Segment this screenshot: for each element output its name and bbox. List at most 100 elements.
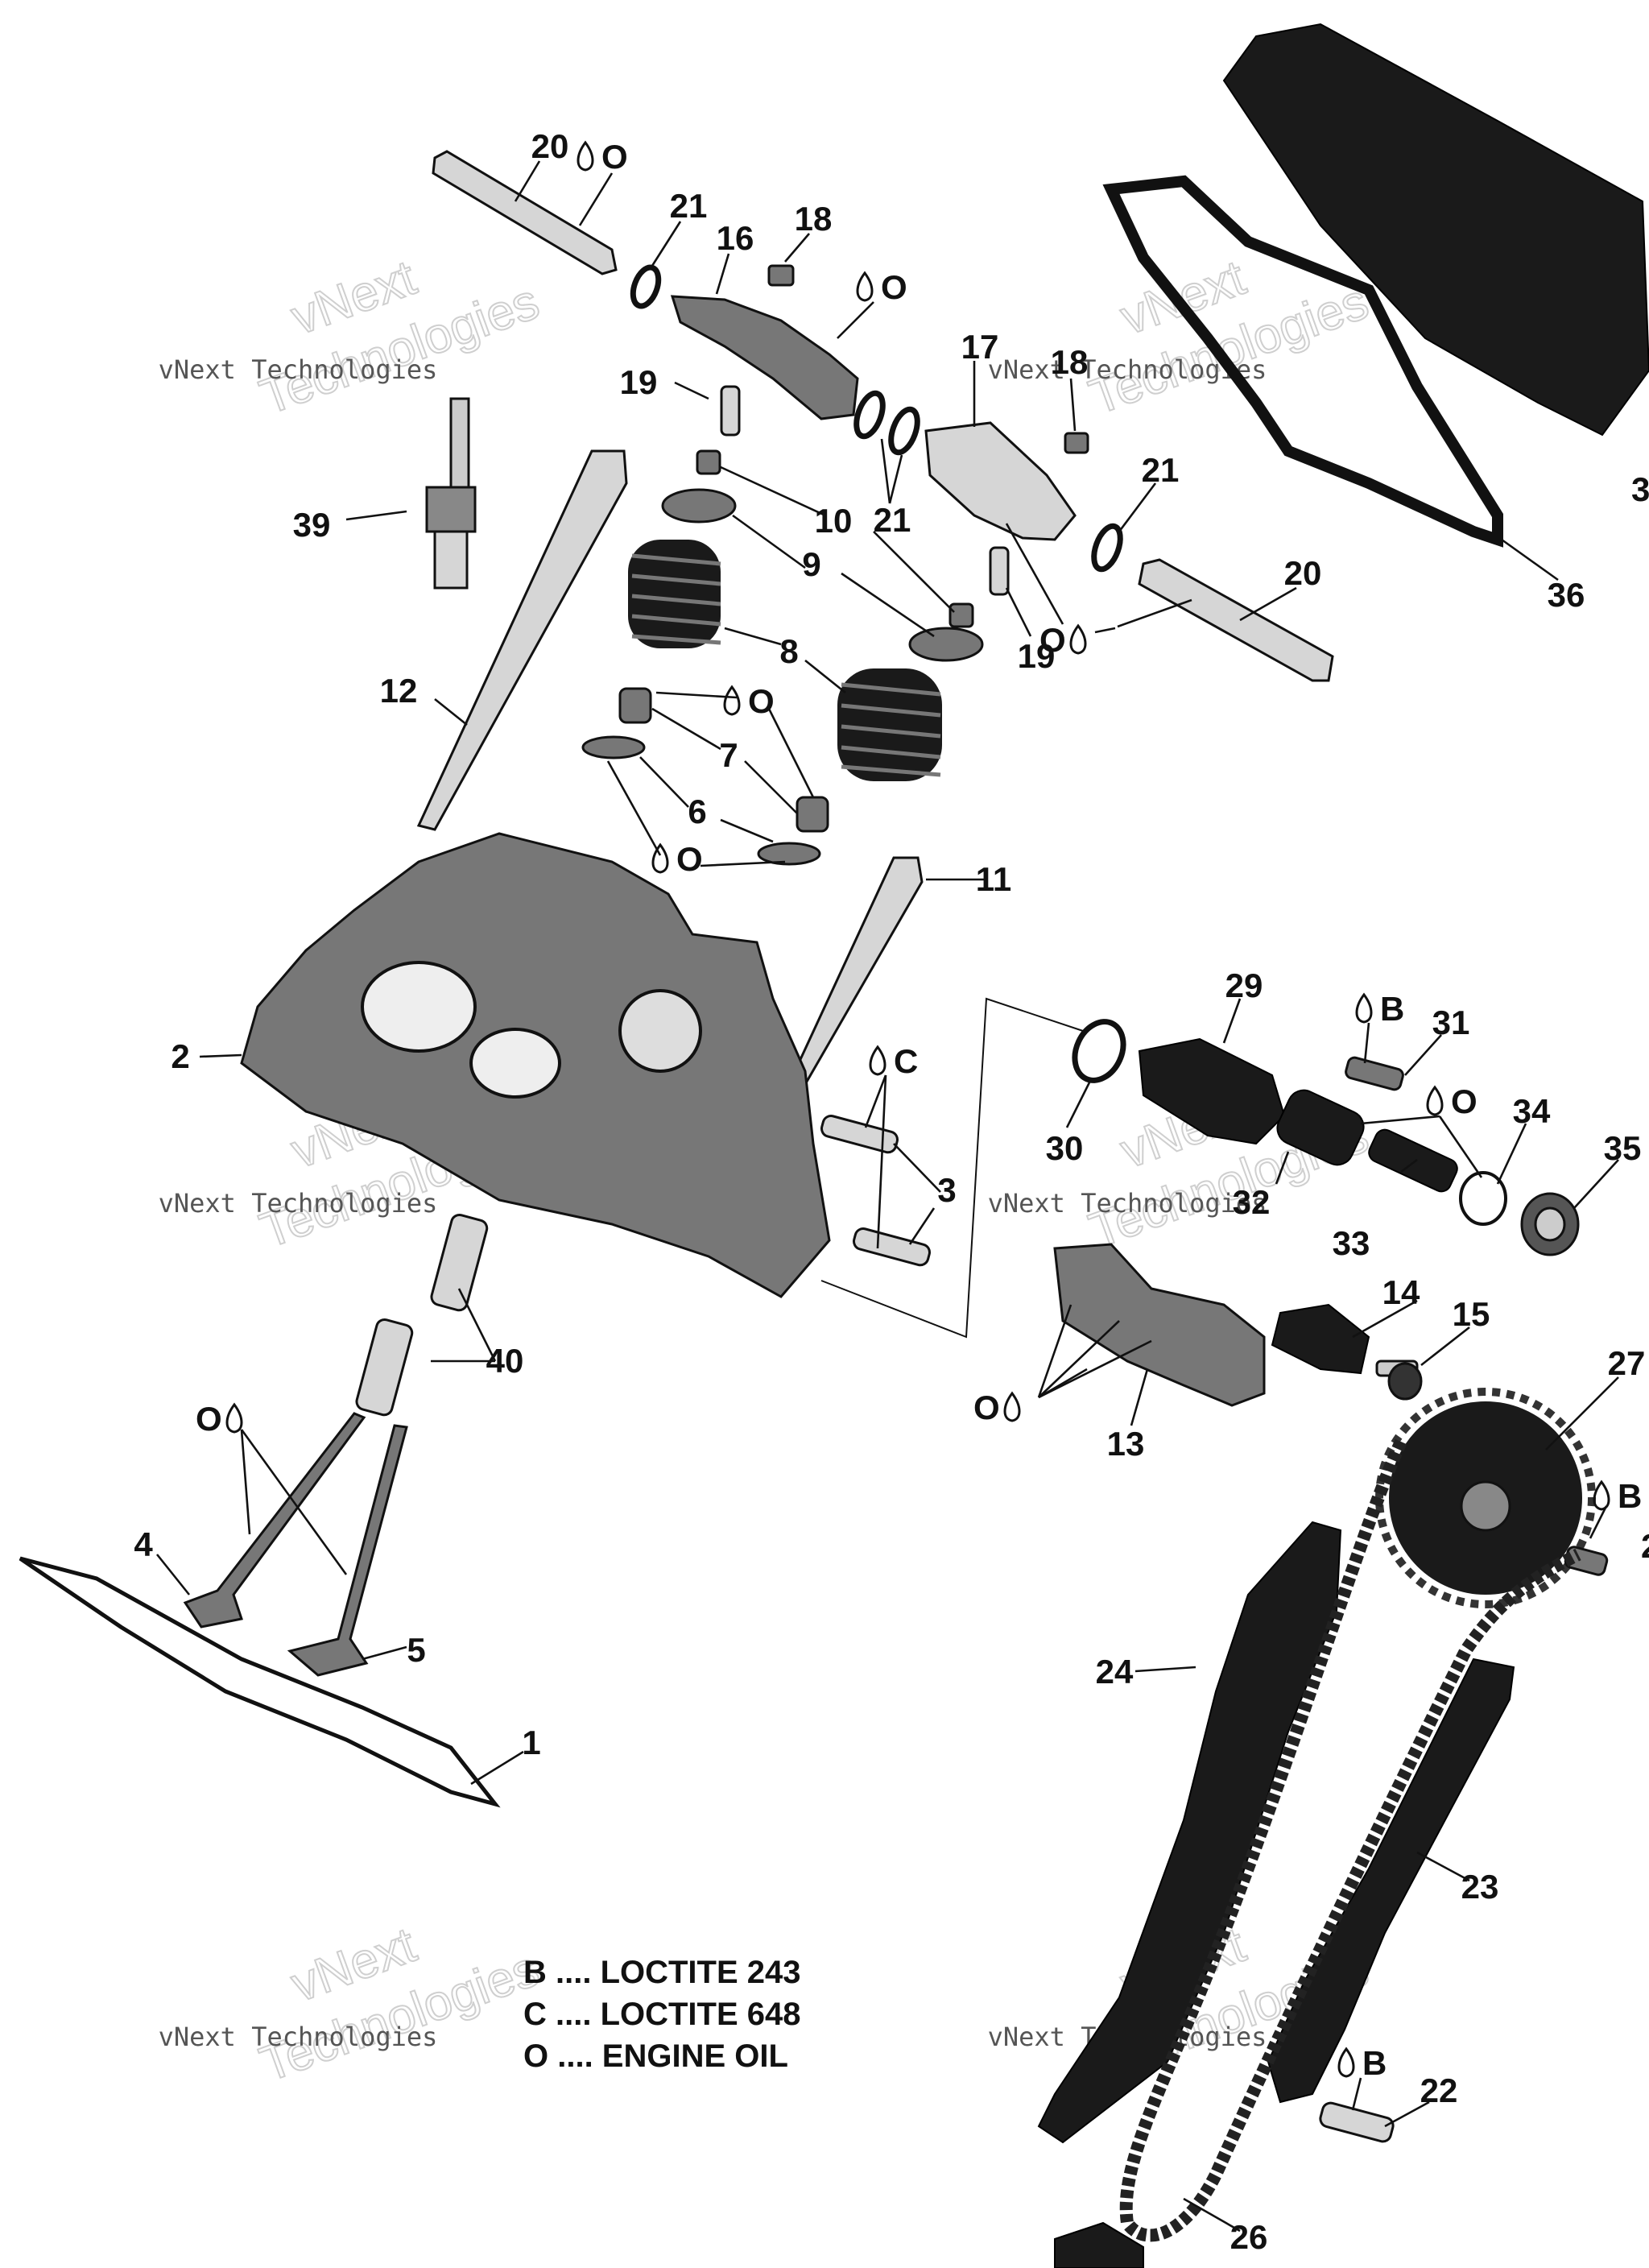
- callout-number: 20: [531, 127, 569, 165]
- parts-artwork: [19, 23, 1649, 2268]
- tensioner-cover-illustration: [1138, 1037, 1286, 1145]
- head-gasket-illustration: [19, 1556, 501, 1808]
- compound-mark: O: [651, 840, 703, 878]
- head-bolt-illustration: [416, 449, 628, 831]
- edge-callout-number: 2: [1641, 1527, 1649, 1565]
- spring-retainer-a-illustration: [661, 488, 737, 524]
- callout-number: 5: [407, 1631, 425, 1669]
- edge-callout-numbers: 32: [1631, 470, 1649, 1565]
- compound-letter: O: [1039, 621, 1066, 659]
- compound-mark: B: [1355, 990, 1404, 1028]
- callout-number: 39: [293, 506, 331, 544]
- valve-keeper-b-illustration: [948, 602, 974, 628]
- guide-bolt-illustration: [1319, 2101, 1395, 2143]
- spark-plug-illustration: [425, 397, 477, 590]
- callout-number: 8: [779, 632, 798, 670]
- callout-number: 12: [380, 672, 418, 710]
- callout-number: 24: [1096, 1653, 1134, 1691]
- callout-number: 17: [961, 328, 999, 366]
- callout-number: 15: [1453, 1295, 1490, 1333]
- oil-drop-icon: [1426, 1085, 1444, 1116]
- callout-number: 18: [795, 200, 833, 238]
- oil-drop-icon: [225, 1402, 243, 1434]
- compound-mark: O: [1426, 1082, 1477, 1120]
- compound-mark: B: [1337, 2044, 1387, 2082]
- callout-number: 34: [1513, 1092, 1551, 1130]
- dowel-pin-b-illustration: [852, 1227, 931, 1267]
- exhaust-valve-illustration: [287, 1424, 408, 1677]
- callout-number: 18: [1051, 343, 1089, 381]
- callout-number: 2: [171, 1037, 189, 1075]
- compound-mark: O: [1039, 621, 1087, 659]
- oil-drop-icon: [1337, 2047, 1355, 2078]
- adjust-screw-19a-illustration: [720, 385, 741, 437]
- compound-mark: O: [577, 138, 628, 176]
- callout-number: 7: [719, 736, 738, 774]
- valve-spring-a-illustration: [628, 540, 721, 648]
- callout-number: 32: [1233, 1183, 1271, 1221]
- callout-number: 35: [1604, 1129, 1642, 1167]
- callout-number: 6: [688, 793, 706, 830]
- valve-guide-a-illustration: [430, 1213, 489, 1312]
- watermark-text: vNext Technologies: [159, 1188, 438, 1219]
- callout-number: 31: [1432, 1004, 1470, 1041]
- spring-washer-b-illustration: [757, 842, 821, 866]
- callout-number: 20: [1284, 554, 1322, 592]
- oil-drop-icon: [1003, 1391, 1021, 1422]
- callout-number: 10: [815, 502, 853, 540]
- callout-number: 30: [1046, 1129, 1084, 1167]
- compound-mark: O: [196, 1400, 243, 1438]
- oil-drop-icon: [1069, 623, 1087, 655]
- compound-letter: O: [601, 138, 628, 176]
- callout-number: 3: [937, 1171, 956, 1209]
- valve-spring-b-illustration: [837, 668, 942, 781]
- camshaft-illustration: [1053, 1243, 1266, 1407]
- compound-mark: C: [869, 1042, 918, 1080]
- callout-number: 29: [1225, 966, 1263, 1004]
- callout-number: 16: [717, 219, 754, 257]
- callout-number: 4: [134, 1525, 153, 1563]
- cam-retainer-plate-illustration: [1271, 1303, 1370, 1375]
- adjuster-nut-18b-illustration: [1064, 432, 1089, 454]
- callout-number: 21: [1142, 451, 1180, 489]
- oil-drop-icon: [1593, 1480, 1610, 1511]
- compound-letter: B: [1618, 1477, 1642, 1515]
- cover-gasket-illustration: [1102, 175, 1503, 548]
- callout-number: 27: [1608, 1344, 1646, 1382]
- compound-mark: O: [973, 1389, 1021, 1426]
- cam-sprocket-illustration: [1375, 1388, 1596, 1608]
- oil-drop-icon: [577, 140, 594, 172]
- callout-number: 21: [874, 501, 911, 539]
- valve-keeper-a-illustration: [696, 449, 721, 475]
- oring-21a-illustration: [630, 264, 662, 309]
- oil-drop-icon: [856, 271, 874, 302]
- rocker-shaft-illustration: [432, 150, 618, 275]
- chain-guide-illustration: [1037, 1521, 1342, 2144]
- retainer-bolt-illustration: [1375, 1360, 1423, 1401]
- watermark-text: vNext Technologies: [988, 1188, 1267, 1219]
- oring-21c-illustration: [888, 406, 920, 456]
- legend-entry: O .... ENGINE OIL: [523, 2038, 788, 2074]
- watermark-text: vNext Technologies: [159, 354, 438, 385]
- oring-21d-illustration: [1091, 523, 1123, 573]
- callout-number: 13: [1107, 1425, 1145, 1463]
- dowel-pin-a-illustration: [820, 1115, 899, 1154]
- callout-number: 22: [1420, 2071, 1458, 2109]
- edge-callout-number: 3: [1631, 470, 1649, 508]
- valve-seal-a-illustration: [618, 687, 652, 724]
- tensioner-plunger-illustration: [1276, 1089, 1365, 1166]
- compound-letter: O: [973, 1389, 1000, 1426]
- compound-letter: O: [196, 1400, 222, 1438]
- compound-mark: B: [1593, 1477, 1642, 1515]
- cover-bolt-illustration: [1345, 1056, 1404, 1091]
- legend-entry: B .... LOCTITE 243: [523, 1955, 801, 1990]
- intake-port-illustration: [361, 961, 477, 1053]
- timing-chain-illustration: [1119, 1438, 1581, 2242]
